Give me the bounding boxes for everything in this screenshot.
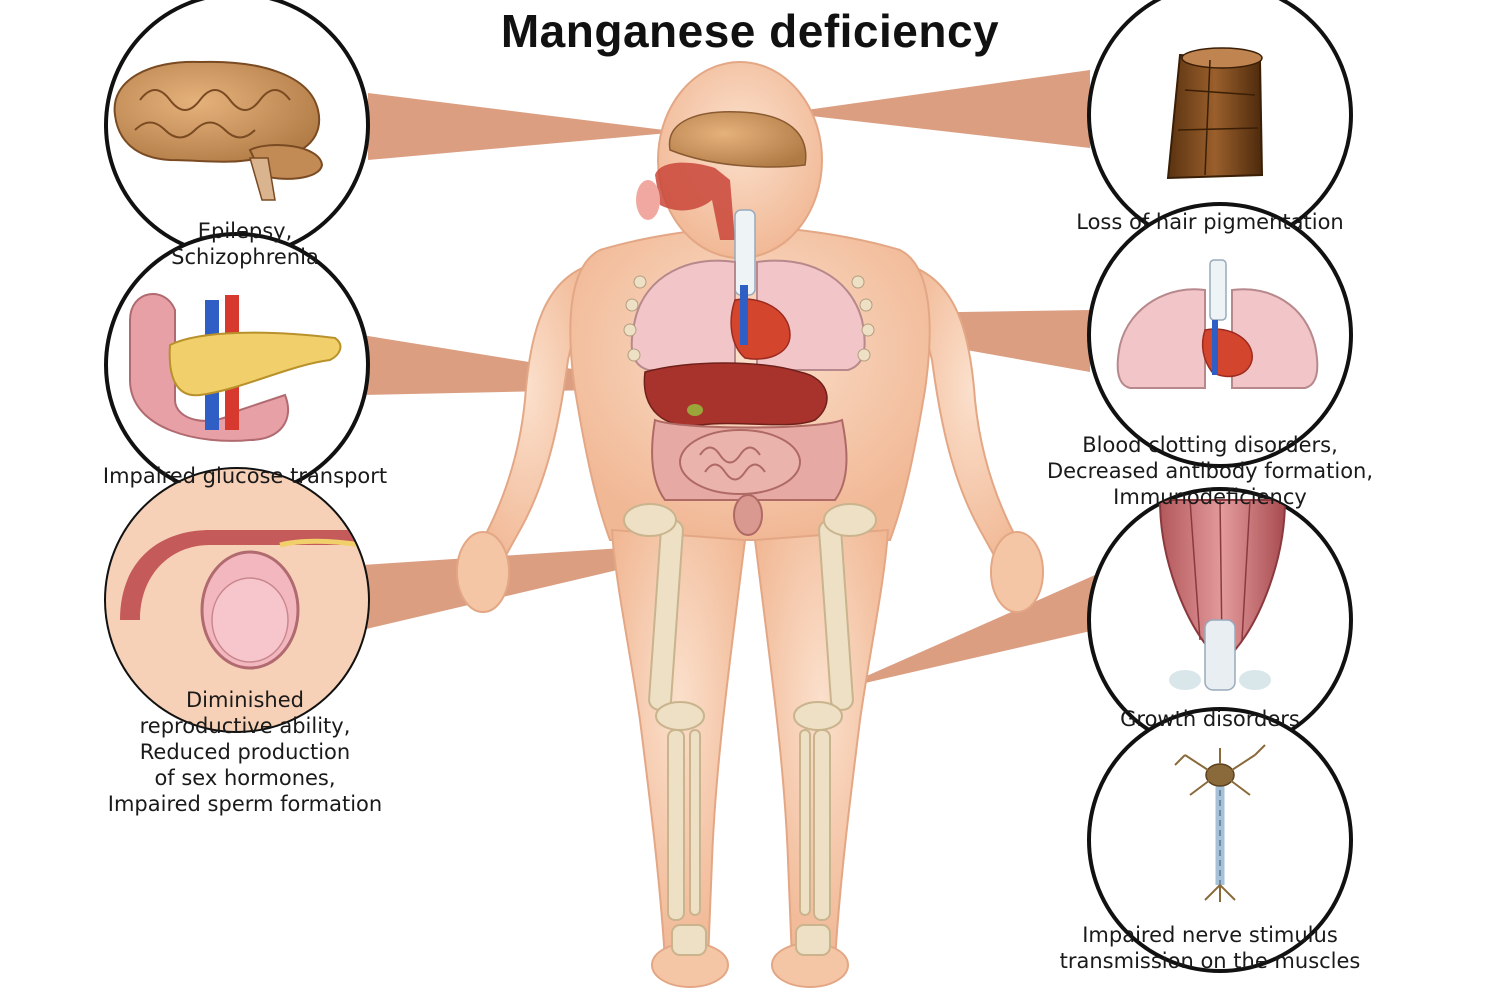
neuron-icon bbox=[1174, 744, 1266, 902]
intestines bbox=[651, 418, 848, 536]
head-organs bbox=[636, 111, 807, 240]
pointer-hair bbox=[785, 70, 1090, 148]
lungs bbox=[630, 259, 866, 371]
caption-lungs: Blood clotting disorders, Decreased anti… bbox=[1046, 433, 1374, 509]
callout-lungs-circle bbox=[1087, 202, 1353, 468]
caption-muscle: Growth disorders bbox=[1120, 707, 1300, 731]
brain-icon bbox=[113, 60, 324, 201]
pointer-brain bbox=[368, 93, 680, 160]
pancreas-icon bbox=[129, 293, 342, 442]
callout-nerve-circle bbox=[1087, 707, 1353, 973]
caption-brain: Epilepsy, Schizophrenia bbox=[171, 219, 319, 269]
callout-reproductive-circle bbox=[104, 467, 370, 733]
muscle-icon bbox=[1158, 499, 1287, 691]
caption-pancreas: Impaired glucose transport bbox=[102, 464, 388, 488]
testis-icon bbox=[106, 469, 368, 731]
leg-bones bbox=[623, 503, 877, 956]
diagram-title: Manganese deficiency bbox=[500, 5, 1000, 57]
caption-hair: Loss of hair pigmentation bbox=[1076, 210, 1344, 234]
ribs bbox=[623, 275, 875, 362]
hair-shaft-icon bbox=[1166, 47, 1264, 180]
lungs-heart-icon bbox=[1116, 259, 1319, 389]
liver bbox=[643, 362, 828, 427]
caption-reproductive: Diminished reproductive ability, Reduced… bbox=[107, 688, 383, 816]
callout-hair-circle bbox=[1087, 0, 1353, 248]
trachea bbox=[734, 209, 756, 296]
caption-nerve: Impaired nerve stimulus transmission on … bbox=[1059, 923, 1361, 973]
callout-muscle-circle bbox=[1087, 487, 1353, 753]
callout-pancreas-circle bbox=[104, 232, 370, 498]
